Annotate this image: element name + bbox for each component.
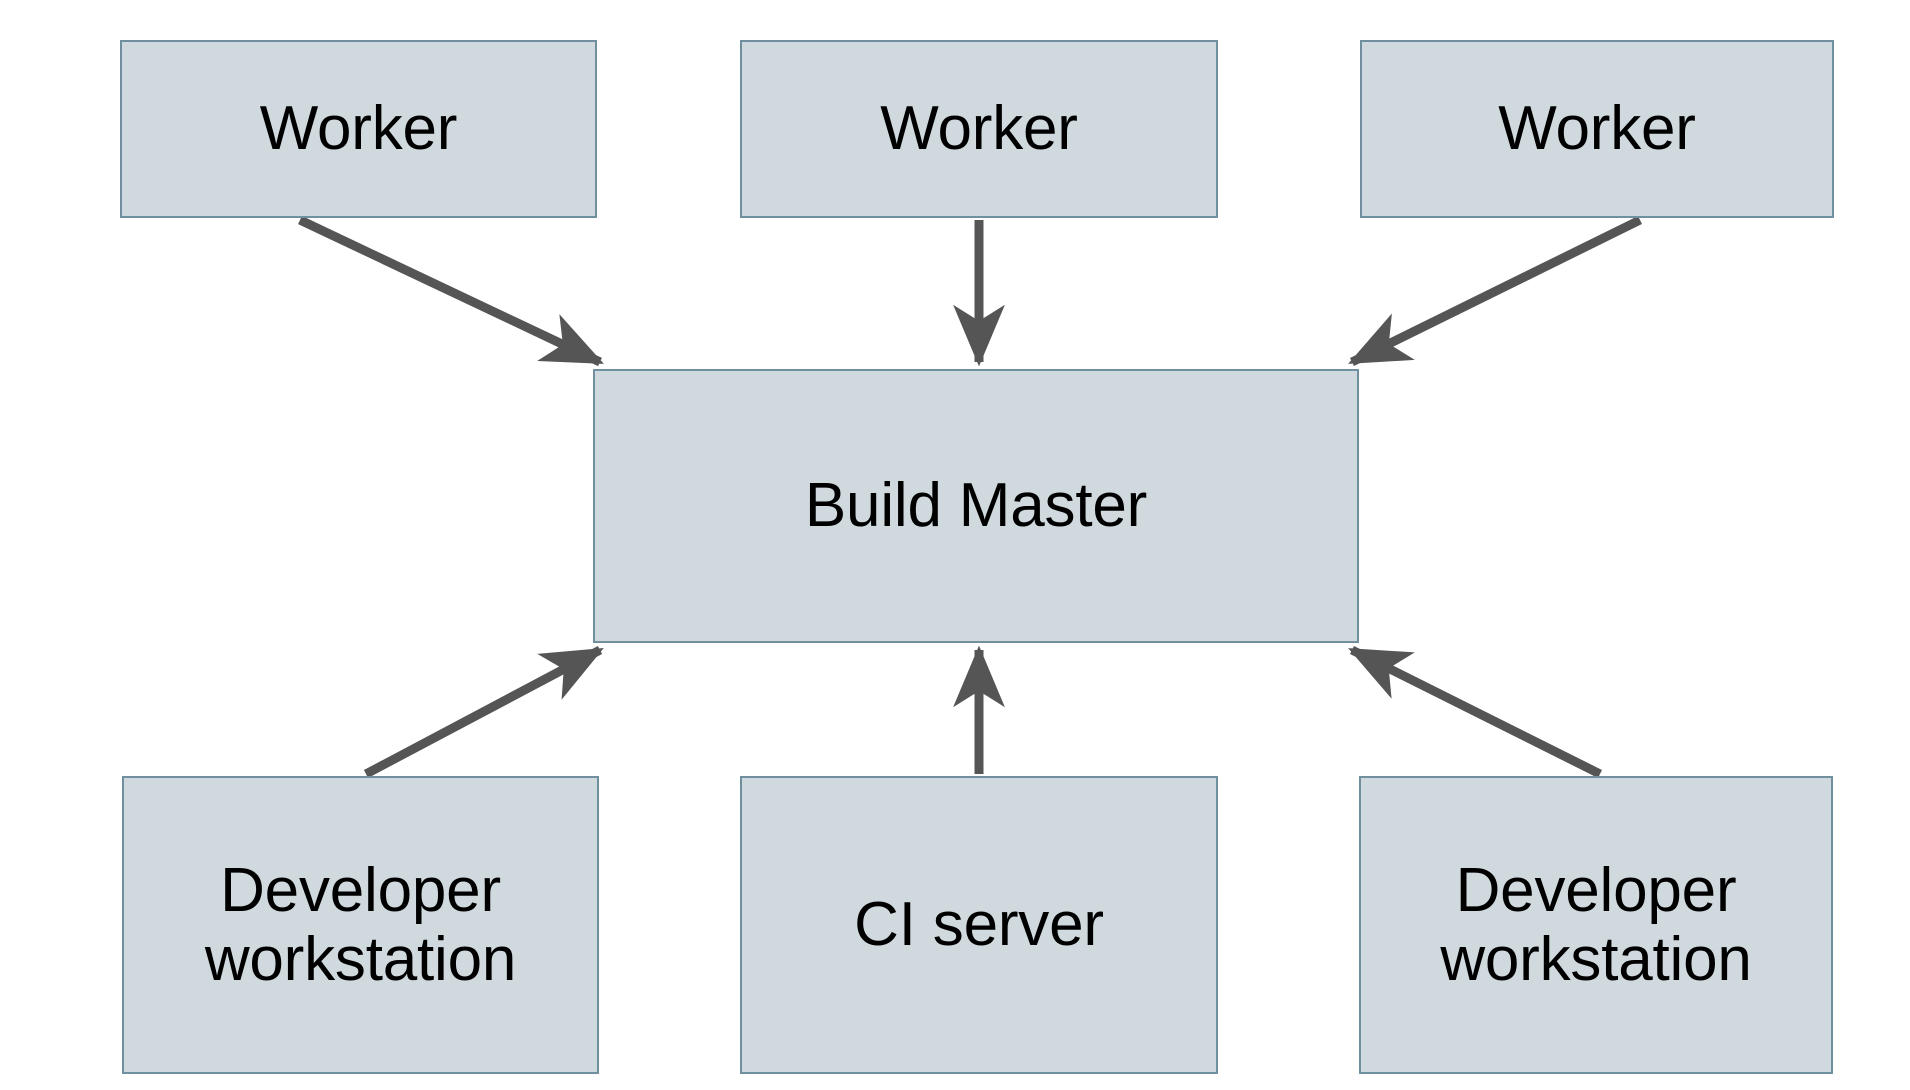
edge-worker-3-to-build-master <box>1348 215 1642 367</box>
node-ci-server[interactable]: CI server <box>740 776 1218 1074</box>
edge-dev-ws-2-to-build-master <box>1348 645 1603 779</box>
node-worker-3[interactable]: Worker <box>1360 40 1834 218</box>
node-label: CI server <box>854 890 1104 960</box>
edge-worker-1-to-build-master <box>298 215 604 367</box>
node-label: Build Master <box>804 471 1148 541</box>
node-label: Developer workstation <box>1440 855 1752 994</box>
node-worker-1[interactable]: Worker <box>120 40 597 218</box>
node-label: Worker <box>1498 94 1696 164</box>
node-worker-2[interactable]: Worker <box>740 40 1218 218</box>
node-developer-workstation-1[interactable]: Developer workstation <box>122 776 599 1074</box>
node-developer-workstation-2[interactable]: Developer workstation <box>1359 776 1833 1074</box>
node-label: Worker <box>880 94 1078 164</box>
node-label: Worker <box>259 94 458 164</box>
node-label: Developer workstation <box>204 855 517 994</box>
edge-dev-ws-1-to-build-master <box>363 646 604 778</box>
node-build-master[interactable]: Build Master <box>593 369 1359 643</box>
